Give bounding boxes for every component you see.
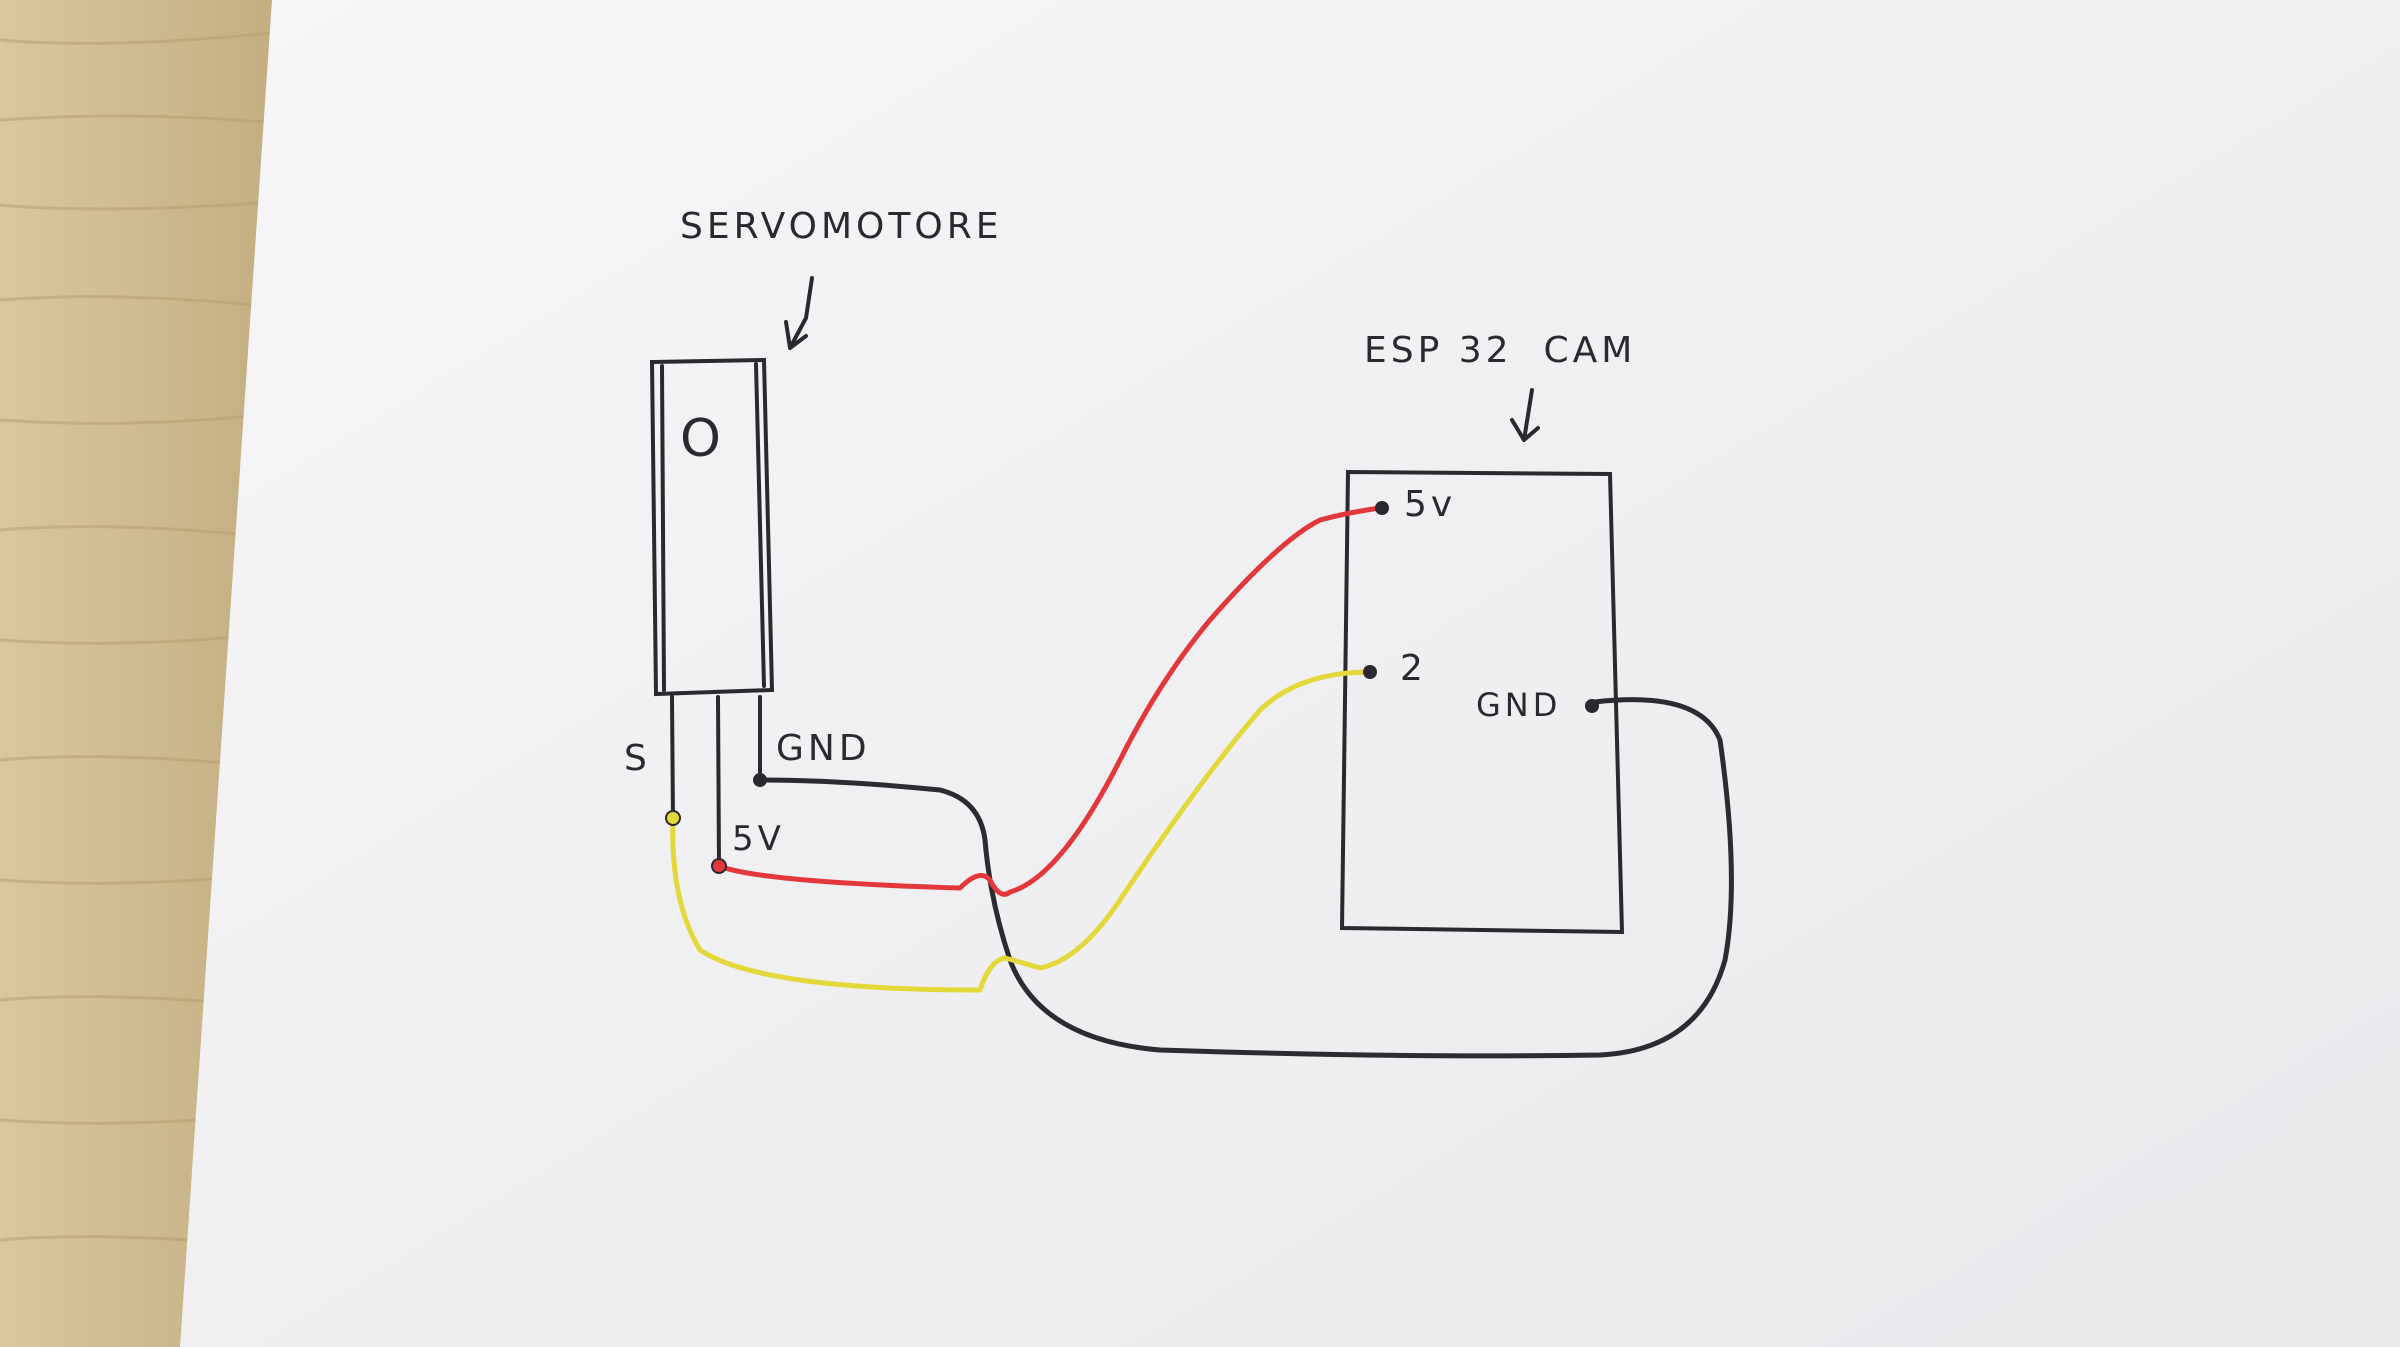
- power-wire: [716, 505, 1383, 897]
- paper-sheet: [180, 0, 2400, 1347]
- servo-motor: [649, 276, 814, 868]
- connection-dots: [665, 501, 1599, 874]
- board-title: ESP 32 CAM: [1364, 330, 1636, 371]
- dot-board-ground: [1585, 699, 1599, 713]
- servo-title-arrow: [784, 276, 814, 350]
- dot-servo-power: [711, 858, 727, 874]
- servo-pin-signal-label: S: [624, 738, 651, 779]
- ground-wire: [757, 697, 1734, 1059]
- servo-pin-ground-label: GND: [776, 728, 871, 769]
- servo-body: [649, 357, 775, 697]
- signal-wire: [670, 669, 1373, 993]
- servo-title: SERVOMOTORE: [680, 206, 1002, 247]
- esp32-cam-board: [1339, 388, 1625, 935]
- board-title-arrow: [1510, 388, 1540, 442]
- servo-body-inner-edge: [660, 362, 766, 692]
- dot-board-signal: [1363, 665, 1377, 679]
- board-pin-signal-label: 2: [1400, 648, 1427, 689]
- servo-pin-power-label: 5V: [732, 819, 785, 859]
- board-outline: [1339, 469, 1625, 935]
- board-pin-ground-label: GND: [1476, 686, 1561, 724]
- dot-board-power: [1375, 501, 1389, 515]
- servo-leg-signal: [670, 695, 675, 822]
- dot-servo-signal: [665, 810, 681, 826]
- servo-symbol: O: [680, 409, 725, 469]
- dot-servo-ground: [753, 773, 767, 787]
- board-pin-power-label: 5v: [1404, 484, 1456, 525]
- servo-leg-power: [716, 695, 721, 868]
